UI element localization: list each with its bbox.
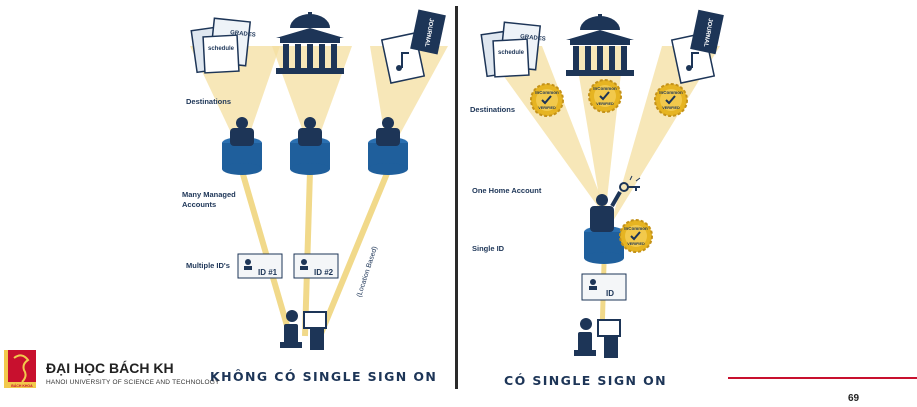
documents-icon: GRADES schedule [480,21,546,78]
seal-bottom-text: VERIFIED [627,242,645,246]
panel-without-sso: GRADES schedule JOURNAL [180,6,452,390]
seal-bottom-text: VERIFIED [538,106,556,110]
seal-bottom-text: VERIFIED [596,102,614,106]
documents-icon: GRADES schedule [190,17,256,74]
single-id-card [581,273,627,301]
doc-journal-text: JOURNAL [702,18,713,48]
label-single-id: Single ID [472,244,505,253]
doc-journal-text: JOURNAL [423,18,434,48]
light-beam [610,46,720,226]
seal-top-text: InCommon [659,90,683,95]
university-name: ĐẠI HỌC BÁCH KH [46,360,174,376]
panel-divider [455,6,458,389]
university-logo: BÁCH KHOA [4,350,36,388]
page-number: 69 [848,393,860,404]
diagram-with-sso: GRADES schedule JOURNAL [480,9,724,358]
panel-with-sso: GRADES schedule JOURNAL [462,6,724,390]
key-icon [619,175,641,192]
id-card-2 [293,253,339,279]
university-building-icon [276,12,344,74]
logo-text: BÁCH KHOA [11,383,33,388]
seal-top-text: InCommon [624,226,648,231]
single-id-text: ID [606,289,614,298]
journal-music-icon: JOURNAL [670,9,724,84]
label-managed-accounts-line1: Many Managed [182,190,236,199]
doc-grades-text: GRADES [230,30,256,39]
id-card-2-text: ID #2 [314,268,334,277]
accent-line [728,377,917,379]
light-beam [190,46,280,156]
id-card-1 [237,253,283,279]
light-beam [482,46,612,226]
seal-bottom-text: VERIFIED [662,106,680,110]
journal-music-icon: JOURNAL [380,9,446,84]
incommon-seal-icon: InCommon VERIFIED [619,219,653,253]
caption-without-sso: KHÔNG CÓ SINGLE SIGN ON [210,369,438,384]
label-home-account: One Home Account [472,186,542,195]
university-subtitle: HANOI UNIVERSITY OF SCIENCE AND TECHNOLO… [46,379,220,386]
connection-line [317,169,391,338]
user-computer-icon [574,318,621,358]
diagram-without-sso: GRADES schedule JOURNAL [190,9,448,350]
account-guard-icon [368,117,408,175]
account-guard-icon [290,117,330,175]
doc-schedule-text: schedule [498,50,525,56]
caption-with-sso: CÓ SINGLE SIGN ON [504,373,667,388]
label-destinations: Destinations [186,97,232,106]
home-account-guard-icon [584,191,624,264]
label-managed-accounts-line2: Accounts [182,200,217,209]
label-destinations: Destinations [470,105,516,114]
account-guard-icon [222,117,262,175]
label-multiple-ids: Multiple ID's [186,261,230,270]
user-computer-icon [280,310,327,350]
id-card-1-text: ID #1 [258,268,278,277]
incommon-seal-icon: InCommon VERIFIED [588,79,622,113]
seal-top-text: InCommon [593,86,617,91]
doc-grades-text: GRADES [520,34,546,43]
incommon-seal-icon: InCommon VERIFIED [654,83,688,117]
doc-schedule-text: schedule [208,46,235,52]
incommon-seal-icon: InCommon VERIFIED [530,83,564,117]
seal-top-text: InCommon [535,90,559,95]
university-building-icon [566,14,634,76]
